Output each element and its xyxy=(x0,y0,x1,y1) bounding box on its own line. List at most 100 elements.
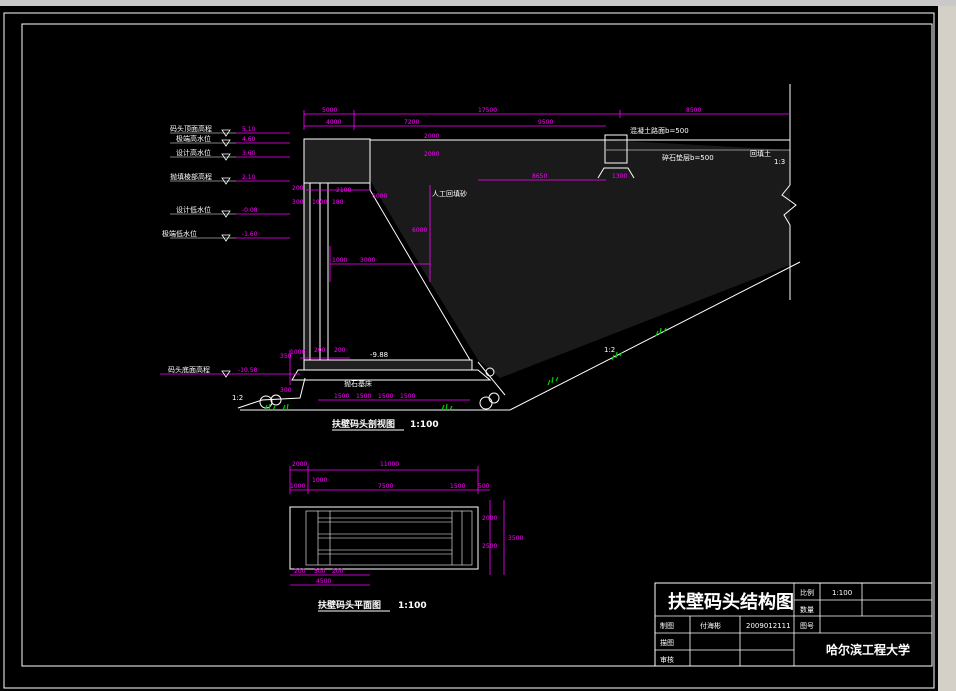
plan-dim: 500 xyxy=(478,483,490,490)
grass-marks xyxy=(264,327,667,411)
water-level-mark: -9.88 xyxy=(370,351,388,359)
sand-label: 人工回填砂 xyxy=(432,189,467,198)
dim-text: 8500 xyxy=(686,107,701,114)
plan-dim: 200 xyxy=(294,568,306,575)
inner-border xyxy=(21,23,933,667)
review-label: 审核 xyxy=(660,655,674,664)
elevation-markers xyxy=(221,129,231,378)
plan-outline xyxy=(289,506,479,570)
draw-label: 描图 xyxy=(660,638,674,647)
dim-text: 17500 xyxy=(478,107,497,114)
stone xyxy=(270,394,282,406)
elev-value-3: 3.60 xyxy=(242,150,256,157)
stone xyxy=(479,396,493,410)
qty-label: 数量 xyxy=(800,605,814,614)
elev-label-1: 码头顶面高程 xyxy=(170,124,212,133)
plan-dim: 200 xyxy=(332,568,344,575)
dim-text: 2000 xyxy=(424,133,439,140)
dim-text: 200 xyxy=(314,347,326,354)
pavement-footing xyxy=(597,167,635,179)
stone xyxy=(488,392,500,404)
title-block: 扶壁码头结构图 比例 1:100 数量 图号 制图 付海彬 2009012111… xyxy=(654,582,933,667)
stone xyxy=(485,367,495,377)
section-title: 扶壁码头剖视图 xyxy=(332,418,395,430)
riprap-bed xyxy=(291,369,492,381)
rib-wall xyxy=(319,182,329,364)
section-view: 码头顶面高程 5.10 极端高水位 4.60 设计高水位 3.60 抛填棱部高程… xyxy=(160,84,801,431)
elev-value-5: -0.08 xyxy=(242,207,258,214)
dim-text: 300 xyxy=(280,387,292,394)
front-wall xyxy=(303,182,311,364)
elev-label-2: 极端高水位 xyxy=(176,134,211,143)
base-slab xyxy=(303,359,473,371)
plan-dim: 1500 xyxy=(450,483,465,490)
scale-label: 比例 xyxy=(800,588,814,597)
plan-dim: 2000 xyxy=(482,515,497,522)
riprap-slope xyxy=(477,361,506,396)
drawn-name: 付海彬 xyxy=(700,621,721,630)
top-toolbar-strip xyxy=(0,0,956,6)
school-name: 哈尔滨工程大学 xyxy=(826,642,910,657)
dim-text: 1500 xyxy=(334,393,349,400)
plan-ribs xyxy=(317,511,463,565)
dim-text: 1300 xyxy=(612,173,627,180)
slope-left-label: 1:2 xyxy=(232,394,243,402)
pavement-label: 混凝土路面b=500 xyxy=(630,126,689,135)
dimension-lines xyxy=(160,110,790,401)
plan-view: 2000 11000 1000 1000 7500 1500 500 2000 … xyxy=(289,461,523,612)
gravel-label: 碎石垫层b=500 xyxy=(662,153,714,162)
plan-dim: 11000 xyxy=(380,461,399,468)
dim-text: 300 xyxy=(292,199,304,206)
scale-value: 1:100 xyxy=(832,589,852,597)
ref-label: 图号 xyxy=(800,622,814,630)
backfill-label: 回填土 xyxy=(750,149,771,158)
drawing-title: 扶壁码头结构图 xyxy=(668,591,794,613)
plan-dim: 500 xyxy=(314,568,326,575)
drawn-id: 2009012111 xyxy=(746,622,791,630)
elev-value-1: 5.10 xyxy=(242,126,256,133)
plan-title: 扶壁码头平面图 xyxy=(318,599,381,611)
plan-scale: 1:100 xyxy=(398,601,427,611)
dim-text: 200 xyxy=(334,347,346,354)
elev-label-7: 码头底面高程 xyxy=(168,365,210,374)
plan-dim: 2500 xyxy=(482,543,497,550)
dim-text: 3000 xyxy=(360,257,375,264)
plan-dim: 3500 xyxy=(508,535,523,542)
dim-text: 4000 xyxy=(326,119,341,126)
dim-text: 1000 xyxy=(290,349,305,356)
vertical-scrollbar[interactable] xyxy=(938,6,956,691)
dim-text: 1000 xyxy=(312,199,327,206)
dim-text: 1500 xyxy=(356,393,371,400)
plan-dim: 2000 xyxy=(292,461,307,468)
dim-text: 350 xyxy=(280,353,292,360)
plan-dim: 1000 xyxy=(312,477,327,484)
pavement-block xyxy=(604,134,628,164)
dim-text: 180 xyxy=(332,199,344,206)
dim-text: 1500 xyxy=(400,393,415,400)
elev-label-3: 设计高水位 xyxy=(176,148,211,157)
plan-dimension-lines xyxy=(289,466,505,586)
riprap-label: 抛石基床 xyxy=(344,379,372,388)
elev-value-6: -1.60 xyxy=(242,231,258,238)
plan-dim: 7500 xyxy=(378,483,393,490)
dim-text: 200 xyxy=(292,185,304,192)
dim-text: 9500 xyxy=(538,119,553,126)
elev-label-6: 极端低水位 xyxy=(162,229,197,238)
elev-value-7: -10.58 xyxy=(238,367,258,374)
dim-text: 2000 xyxy=(424,151,439,158)
break-line xyxy=(781,84,797,300)
elevation-leaders xyxy=(170,132,236,239)
section-scale: 1:100 xyxy=(410,420,439,430)
elev-value-2: 4.60 xyxy=(242,136,256,143)
dim-text: 1500 xyxy=(378,393,393,400)
dim-text: 6000 xyxy=(412,227,427,234)
dim-text: 7200 xyxy=(404,119,419,126)
dim-text: 6000 xyxy=(372,193,387,200)
drawn-label: 制图 xyxy=(660,621,674,630)
dim-text: 5000 xyxy=(322,107,337,114)
outer-border xyxy=(3,12,935,689)
dim-text: 8650 xyxy=(532,173,547,180)
slope-top-label: 1:3 xyxy=(774,158,785,166)
elev-value-4: 2.10 xyxy=(242,174,256,181)
